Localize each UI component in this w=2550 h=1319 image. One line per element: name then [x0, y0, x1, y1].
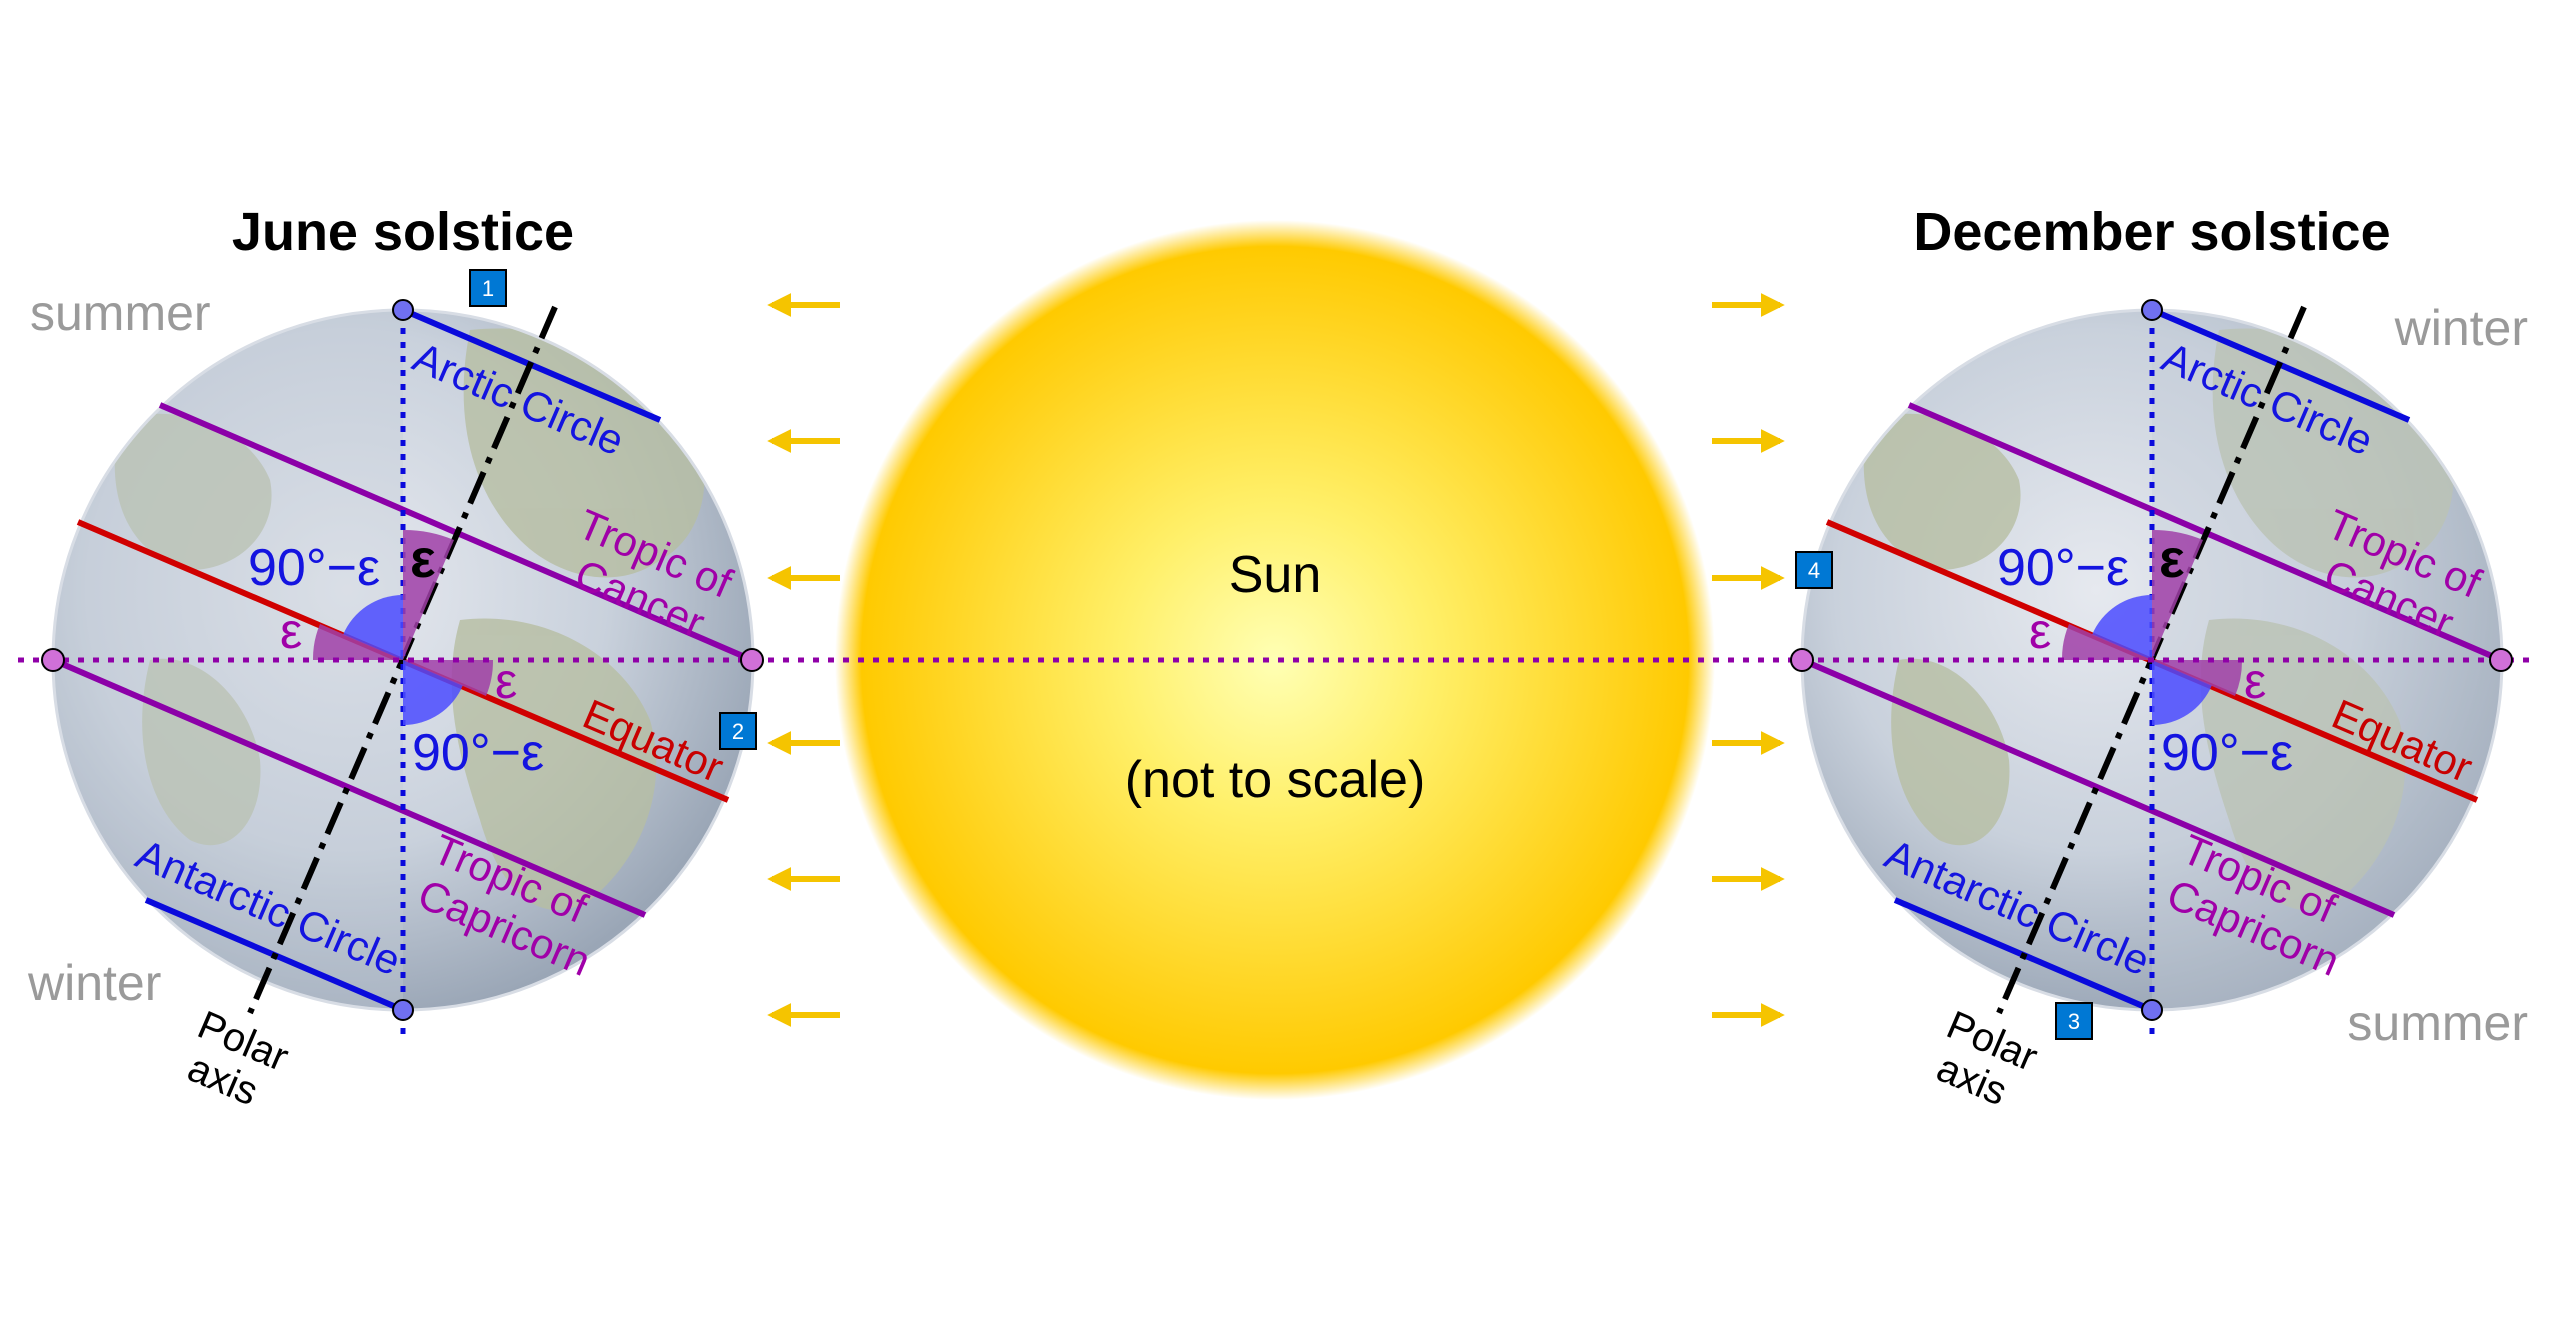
south-pole-dot — [392, 999, 414, 1021]
angle-label-upper-comp: 90°−ε — [1997, 539, 2129, 597]
marker-3-label: 3 — [2068, 1009, 2080, 1034]
angle-label-lower-comp: 90°−ε — [412, 724, 544, 782]
sun-rays-left — [767, 293, 840, 1027]
season-label-june-bottom: winter — [27, 955, 161, 1011]
angle-label-left-eps: ε — [280, 603, 302, 659]
angle-wedge-right-eps — [2152, 660, 2243, 696]
marker-4[interactable]: 4 — [1795, 551, 1833, 589]
december-solstice-title: December solstice — [1913, 202, 2390, 262]
season-label-june-top: summer — [30, 285, 211, 341]
south-pole-dot — [2141, 999, 2163, 1021]
sun-rays-right — [1712, 293, 1785, 1027]
angle-wedge-lower-blue — [2152, 660, 2212, 725]
sun-disc — [835, 220, 1715, 1100]
marker-1[interactable]: 1 — [469, 269, 507, 307]
angle-label-upper-eps: ε — [2159, 529, 2185, 589]
angle-label-right-eps: ε — [2244, 653, 2266, 709]
sun-note: (not to scale) — [1125, 751, 1426, 809]
tropic-capricorn-line — [51, 657, 647, 918]
ecliptic-node-dot — [740, 648, 764, 672]
angle-wedge-upper-eps — [2152, 529, 2203, 660]
season-label-december-top: winter — [2394, 300, 2528, 356]
angle-label-right-eps: ε — [495, 653, 517, 709]
marker-1-label: 1 — [482, 276, 494, 301]
june-solstice-title: June solstice — [232, 202, 574, 262]
ecliptic-node-dot — [1790, 648, 1814, 672]
angle-wedge-upper-blue — [343, 595, 403, 660]
north-pole-dot — [2141, 299, 2163, 321]
marker-2-label: 2 — [732, 719, 744, 744]
angle-label-left-eps: ε — [2029, 603, 2051, 659]
earth-december: Arctic Circle Tropic of Cancer Equator T… — [1800, 299, 2504, 1114]
ecliptic-node-dot — [2489, 648, 2513, 672]
sun-label: Sun — [1229, 546, 1322, 604]
angle-wedge-lower-blue — [403, 660, 463, 725]
angle-wedge-left-eps — [312, 624, 403, 660]
angle-wedge-right-eps — [403, 660, 494, 696]
season-label-december-bottom: summer — [2347, 995, 2528, 1051]
angle-wedge-upper-blue — [2092, 595, 2152, 660]
angle-wedge-left-eps — [2061, 624, 2152, 660]
marker-4-label: 4 — [1808, 558, 1820, 583]
ecliptic-node-dot — [41, 648, 65, 672]
angle-label-upper-comp: 90°−ε — [248, 539, 380, 597]
north-pole-dot — [392, 299, 414, 321]
angle-label-upper-eps: ε — [410, 529, 436, 589]
angle-wedge-upper-eps — [403, 529, 454, 660]
marker-2[interactable]: 2 — [719, 712, 757, 750]
angle-label-lower-comp: 90°−ε — [2161, 724, 2293, 782]
marker-3[interactable]: 3 — [2055, 1002, 2093, 1040]
tropic-capricorn-line — [1800, 657, 2396, 918]
